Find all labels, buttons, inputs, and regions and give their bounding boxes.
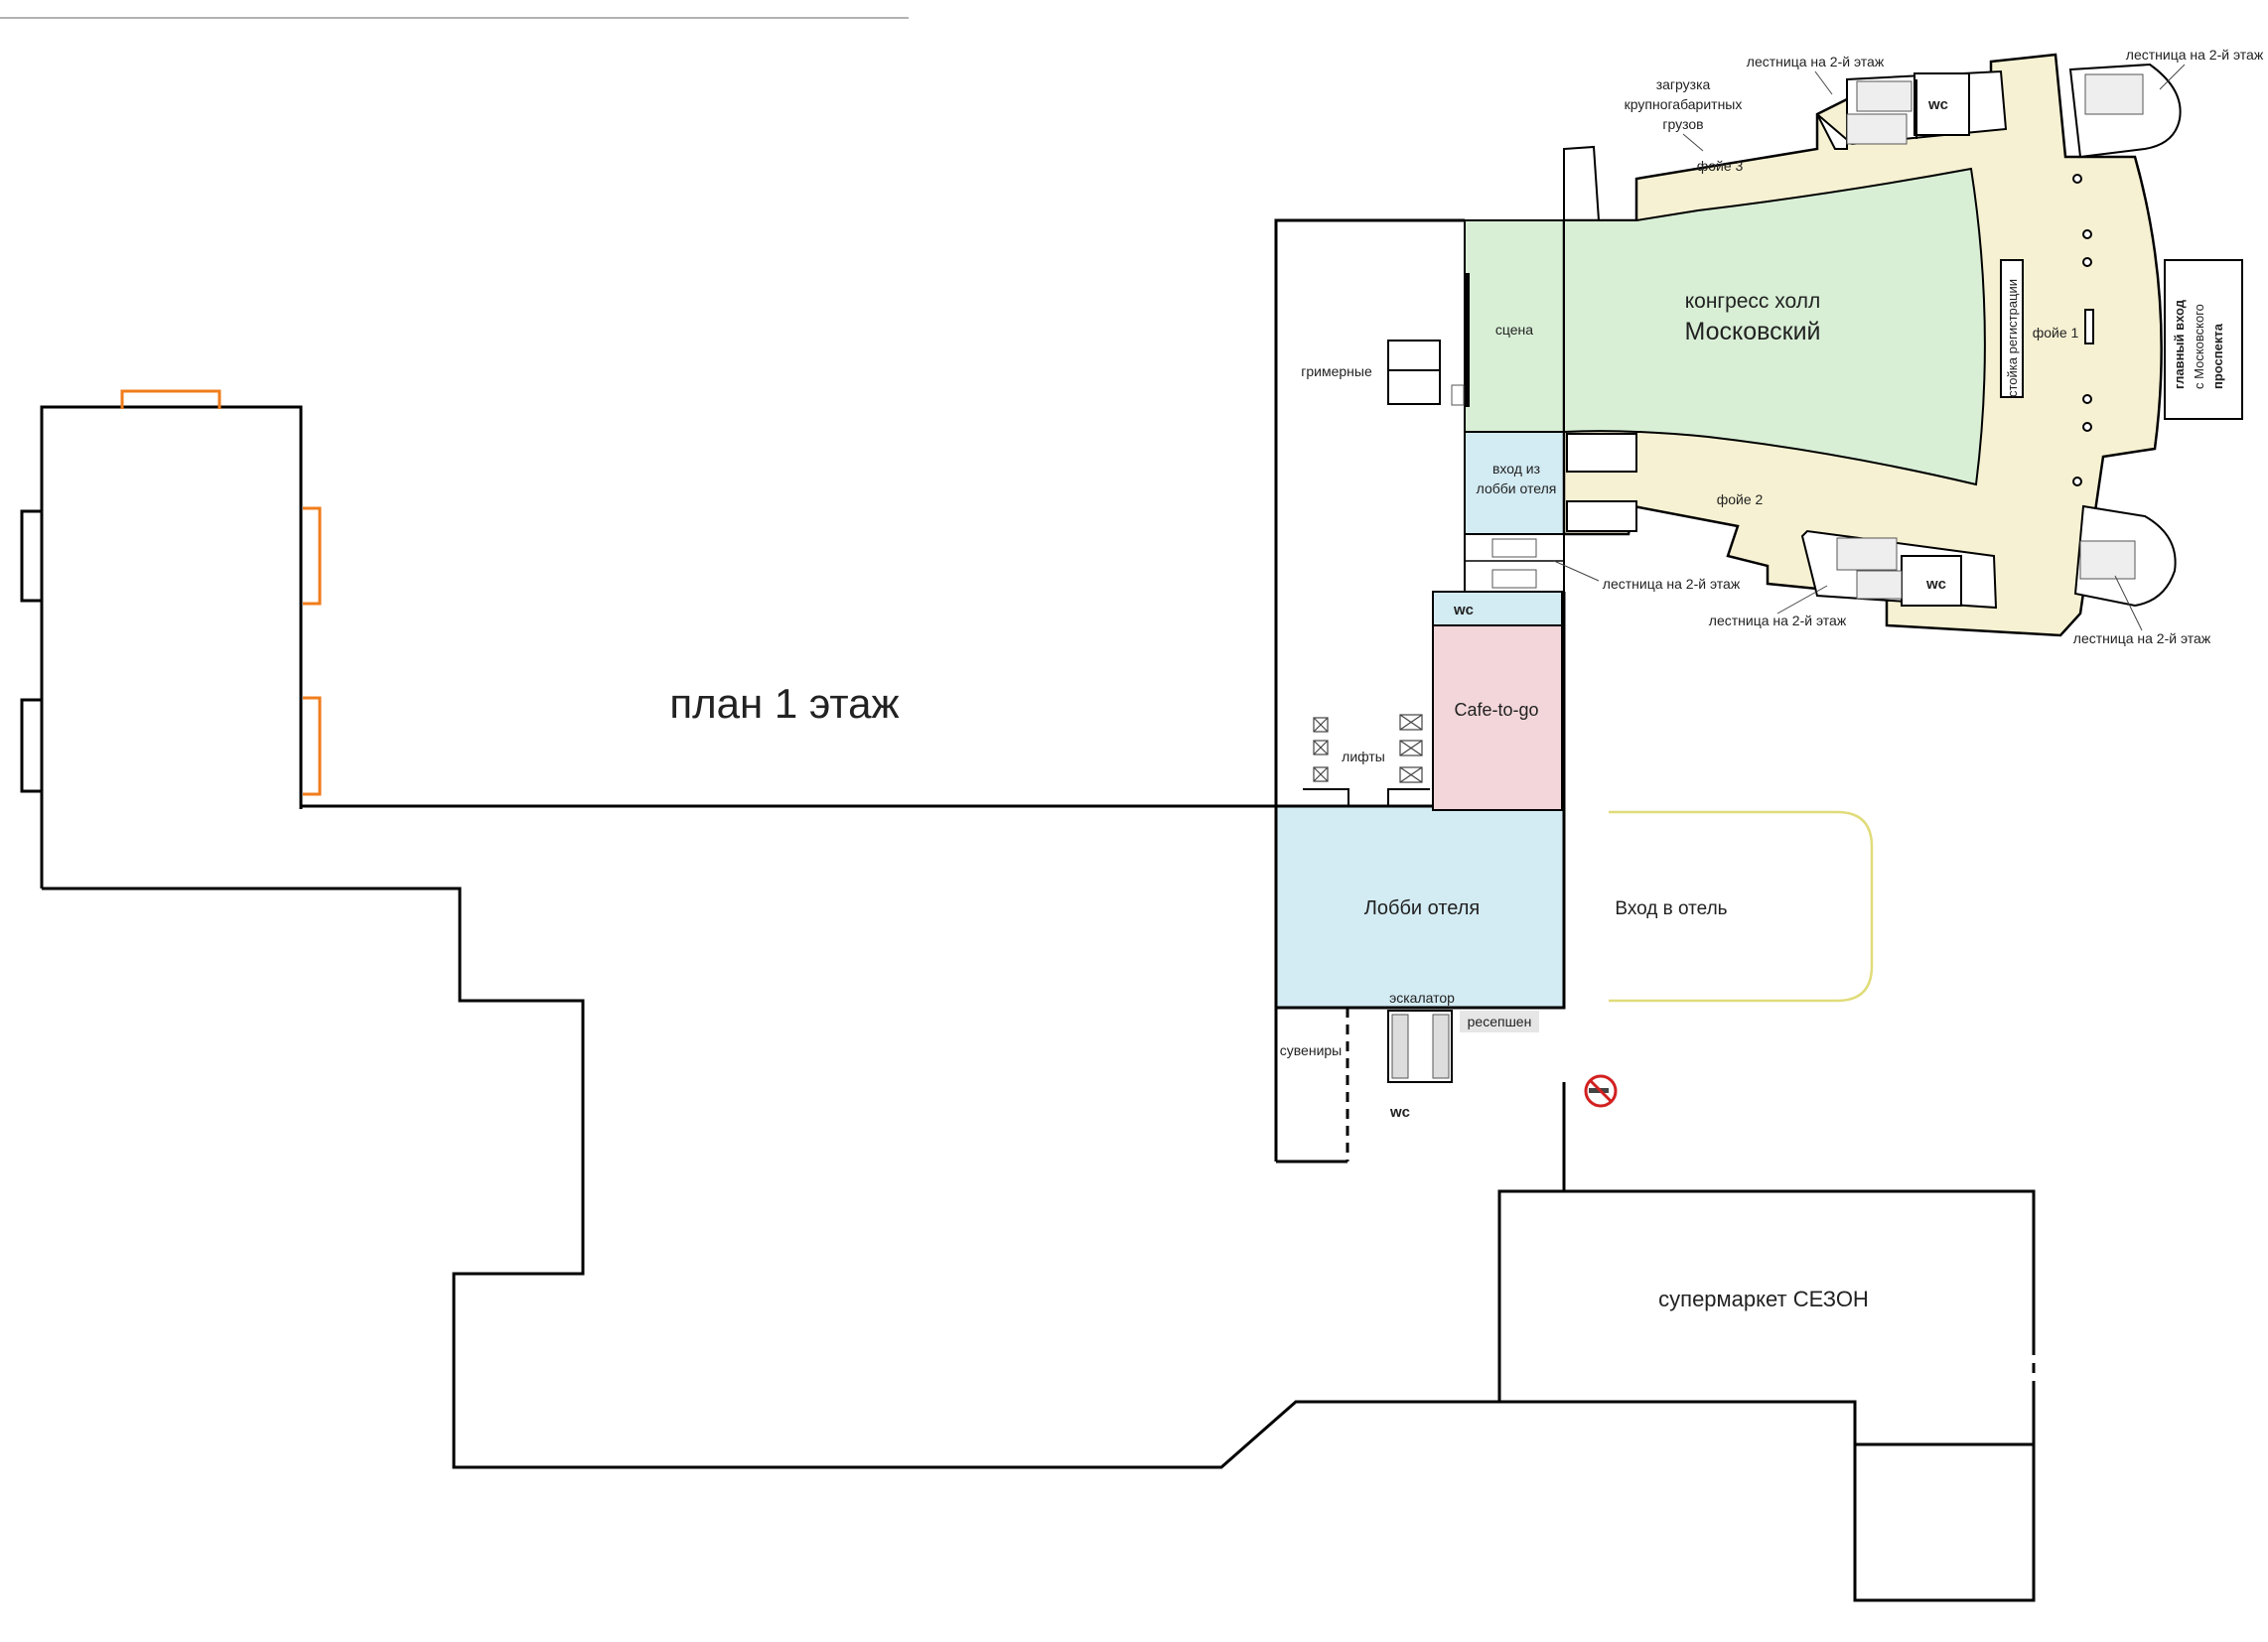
- no-smoking-icon: [1584, 1074, 1618, 1108]
- cafe-area: [1432, 624, 1563, 811]
- main-entrance-block: [2164, 259, 2243, 420]
- foyer-2-label: фойе 2: [1717, 491, 1764, 507]
- main-entrance-label-2: с Московского: [2192, 304, 2206, 389]
- stairs-label: лестница на 2-й этаж: [2126, 47, 2264, 63]
- stage-label: сцена: [1495, 322, 1533, 338]
- hotel-lobby-area: [1274, 804, 1566, 1010]
- plan-title: план 1 этаж: [669, 680, 899, 727]
- stage-area: [1464, 219, 1565, 433]
- wc-label: wc: [1925, 576, 1946, 593]
- elevator-icon: [1313, 714, 1423, 783]
- stair-towers: [2068, 63, 2182, 608]
- congress-hall-area: [1563, 167, 1986, 486]
- elevators-label: лифты: [1342, 749, 1385, 764]
- foyer-3-label: фойе 3: [1697, 158, 1744, 174]
- main-entrance-label-3: проспекта: [2210, 323, 2225, 389]
- cargo-label-1: загрузка: [1656, 76, 1711, 92]
- stairs-label: лестница на 2-й этаж: [2073, 630, 2211, 646]
- cafe-label: Cafe-to-go: [1454, 700, 1538, 720]
- hotel-entrance-outline: [1609, 810, 1874, 1003]
- souvenirs-label: сувениры: [1280, 1042, 1342, 1058]
- hotel-walls: [1274, 218, 1465, 1163]
- wc-label: wc: [1389, 1104, 1410, 1121]
- wc-label: wc: [1453, 602, 1474, 618]
- leader-lines: [1553, 64, 2186, 631]
- wc-block-cafe: [1432, 591, 1563, 626]
- lobby-entry-label-2: лобби отеля: [1477, 480, 1557, 496]
- left-building: [20, 405, 303, 889]
- registration-desk-label: стойка регистрации: [2005, 279, 2020, 397]
- supermarket-label: супермаркет СЕЗОН: [1658, 1287, 1869, 1311]
- stairs-label: лестница на 2-й этаж: [1747, 54, 1885, 69]
- cargo-walls: [1563, 145, 1600, 221]
- bottom-stairs-block: [1800, 529, 1998, 610]
- stairs-icon: [1491, 538, 1537, 589]
- reception-label: ресепшен: [1468, 1014, 1532, 1029]
- columns: [2072, 174, 2094, 486]
- main-entrance-label-1: главный вход: [2172, 299, 2187, 389]
- congress-hall-label-1: конгресс холл: [1685, 290, 1821, 313]
- cargo-label-3: грузов: [1662, 116, 1703, 132]
- top-stairs-block: [1816, 69, 2008, 150]
- cargo-label-2: крупногабаритных: [1625, 96, 1743, 112]
- reception-desk: [1460, 1011, 1539, 1032]
- foyer-1-label: фойе 1: [2033, 325, 2079, 341]
- hotel-lobby-label: Лобби отеля: [1364, 897, 1480, 919]
- escalator: [1387, 1010, 1453, 1083]
- registration-desk: [2000, 259, 2024, 398]
- elevator-hall-walls: [1303, 788, 1430, 806]
- wc-label: wc: [1927, 96, 1948, 113]
- foyer-connectors: [1566, 433, 1637, 532]
- hotel-entrance-label: Вход в отель: [1615, 898, 1727, 919]
- dressing-rooms: [1387, 340, 1465, 406]
- left-building-doors: [120, 389, 322, 796]
- stairs-label: лестница на 2-й этаж: [1603, 576, 1741, 592]
- dressing-rooms-label: гримерные: [1301, 363, 1372, 379]
- outer-walls: [42, 804, 2036, 1602]
- congress-hall-label-2: Московский: [1685, 318, 1821, 345]
- stairs-label: лестница на 2-й этаж: [1709, 613, 1847, 628]
- lobby-entry-label-1: вход из: [1492, 461, 1540, 477]
- escalator-label: эскалатор: [1389, 990, 1455, 1006]
